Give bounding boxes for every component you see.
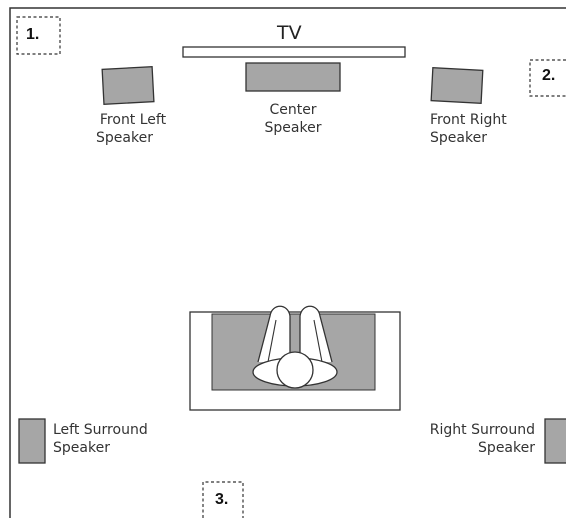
center-speaker	[245, 62, 341, 92]
front-left-speaker-label: Front Left Speaker	[96, 111, 170, 147]
right-surround-speaker-label-line1: Right Surround	[429, 422, 535, 438]
listener-left-leg	[257, 305, 291, 363]
front-right-speaker-label-line2: Speaker	[430, 130, 487, 146]
front-right-speaker	[430, 67, 484, 104]
right-surround-speaker	[544, 418, 566, 464]
sofa-with-listener	[189, 305, 401, 411]
tv-label: TV	[277, 22, 302, 44]
position-marker-2: 2.	[542, 67, 556, 84]
front-left-speaker-label-line2: Speaker	[96, 130, 153, 146]
left-surround-speaker-label-line2: Speaker	[53, 440, 110, 456]
room-walls	[9, 7, 566, 518]
right-surround-speaker-label: Right Surround Speaker	[412, 421, 535, 457]
front-right-speaker-label-line1: Front Right	[430, 112, 507, 128]
tv-screen	[182, 46, 406, 58]
front-left-speaker	[101, 66, 155, 105]
listener-right-leg	[299, 305, 333, 363]
right-surround-speaker-label-line2: Speaker	[478, 440, 535, 456]
position-marker-2-box	[529, 59, 566, 97]
listener-head	[276, 351, 314, 389]
center-speaker-label: Center Speaker	[255, 101, 331, 137]
front-right-speaker-label: Front Right Speaker	[430, 111, 520, 147]
center-speaker-label-line2: Speaker	[264, 120, 322, 136]
position-marker-3: 3.	[215, 491, 229, 508]
position-marker-3-box	[202, 481, 244, 518]
left-surround-speaker-label-line1: Left Surround	[53, 422, 148, 438]
center-speaker-label-line1: Center	[269, 102, 317, 118]
left-surround-speaker-label: Left Surround Speaker	[53, 421, 163, 457]
position-marker-1-box	[16, 16, 61, 55]
left-surround-speaker	[18, 418, 46, 464]
front-left-speaker-label-line1: Front Left	[99, 112, 167, 128]
position-marker-1: 1.	[26, 26, 40, 43]
